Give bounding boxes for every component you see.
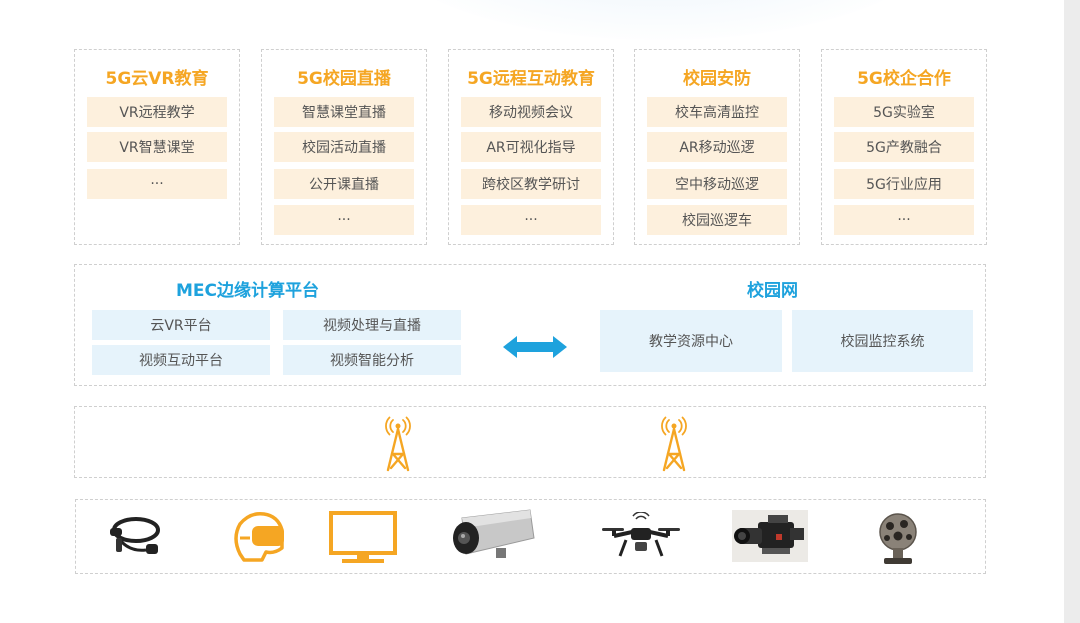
app-column-remote-interactive: 5G远程互动教育 移动视频会议 AR可视化指导 跨校区教学研讨 ··· (448, 49, 614, 245)
campus-item: 教学资源中心 (600, 310, 782, 372)
app-item: 跨校区教学研讨 (461, 169, 601, 199)
app-column-title: 校园安防 (683, 69, 751, 89)
campus-network-title: 校园网 (747, 281, 798, 301)
app-item: AR移动巡逻 (647, 132, 787, 162)
mec-item: 视频互动平台 (92, 345, 270, 375)
app-item: 校园巡逻车 (647, 205, 787, 235)
signal-tower-icon (385, 416, 411, 472)
app-item: 5G行业应用 (834, 169, 974, 199)
app-column-title: 5G云VR教育 (105, 69, 209, 89)
app-column-title: 5G校企合作 (857, 69, 951, 89)
app-item: 公开课直播 (274, 169, 414, 199)
signal-tower-icon (661, 416, 687, 472)
app-item: ··· (87, 169, 227, 199)
mec-item: 云VR平台 (92, 310, 270, 340)
app-item: VR智慧课堂 (87, 132, 227, 162)
app-column-campus-live: 5G校园直播 智慧课堂直播 校园活动直播 公开课直播 ··· (261, 49, 427, 245)
panoramic-camera-icon (879, 513, 917, 564)
mec-item: 视频处理与直播 (283, 310, 461, 340)
app-column-title: 5G校园直播 (297, 69, 391, 89)
background-glow (380, 0, 940, 40)
app-column-vr-education: 5G云VR教育 VR远程教学 VR智慧课堂 ··· (74, 49, 240, 245)
platform-layer: MEC边缘计算平台 校园网 云VR平台 视频处理与直播 视频互动平台 视频智能分… (74, 264, 986, 386)
campus-item: 校园监控系统 (792, 310, 973, 372)
app-item: 智慧课堂直播 (274, 97, 414, 127)
app-item: 校园活动直播 (274, 132, 414, 162)
app-item: VR远程教学 (87, 97, 227, 127)
app-item: ··· (834, 205, 974, 235)
devices-layer (75, 499, 986, 574)
monitor-icon (329, 511, 397, 563)
app-item: ··· (461, 205, 601, 235)
app-item: 空中移动巡逻 (647, 169, 787, 199)
app-item: ··· (274, 205, 414, 235)
app-item: 5G产教融合 (834, 132, 974, 162)
mec-item: 视频智能分析 (283, 345, 461, 375)
app-column-school-enterprise: 5G校企合作 5G实验室 5G产教融合 5G行业应用 ··· (821, 49, 987, 245)
app-item: 校车高清监控 (647, 97, 787, 127)
vr-headset-band-icon (110, 517, 160, 554)
bidirectional-arrow-icon (503, 336, 567, 358)
video-camera-icon (732, 510, 808, 562)
app-item: 移动视频会议 (461, 97, 601, 127)
vr-helmet-icon (234, 511, 284, 562)
app-column-title: 5G远程互动教育 (467, 69, 595, 89)
drone-icon (602, 512, 680, 557)
app-column-campus-security: 校园安防 校车高清监控 AR移动巡逻 空中移动巡逻 校园巡逻车 (634, 49, 800, 245)
network-layer (74, 406, 986, 478)
app-item: AR可视化指导 (461, 132, 601, 162)
surveillance-camera-icon (453, 509, 535, 558)
mec-platform-title: MEC边缘计算平台 (176, 281, 320, 301)
scrollbar-track[interactable] (1064, 0, 1080, 623)
app-item: 5G实验室 (834, 97, 974, 127)
